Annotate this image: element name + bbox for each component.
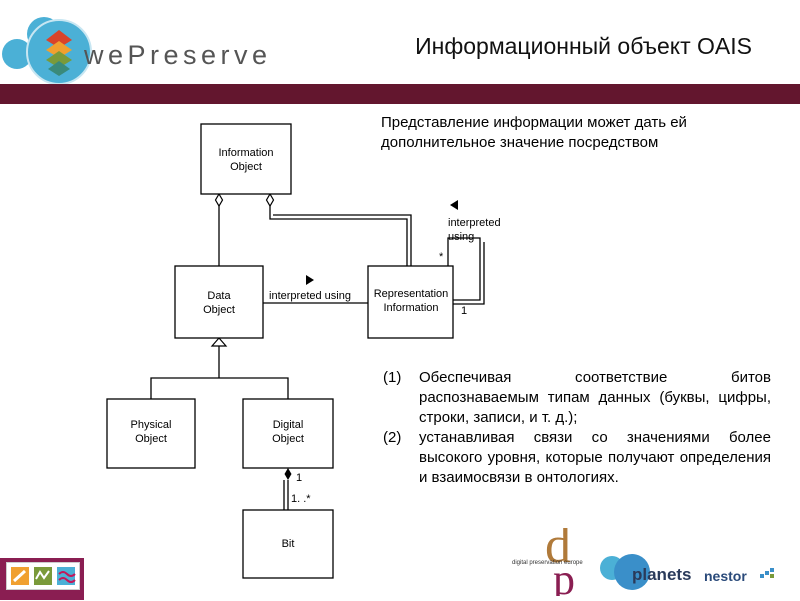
aggregation-diamond-repinfo — [265, 192, 275, 208]
edge-label-self-line: using — [448, 231, 474, 243]
corner-logo-icons — [6, 562, 80, 590]
planets-logo: planets — [598, 548, 698, 594]
node-bit: Bit — [242, 509, 334, 579]
edge-label-interpreted-using: interpreted using — [269, 290, 351, 302]
aggregation-line-repinfo — [269, 206, 408, 266]
list-item-text: Обеспечивая соответствие битов распознав… — [419, 369, 771, 426]
nestor-logo-text: nestor — [704, 568, 747, 584]
node-information-object: Information Object — [200, 123, 292, 195]
corner-logo — [0, 558, 84, 600]
node-label-line: Object — [230, 161, 262, 173]
self-loop-line-double — [453, 242, 485, 305]
node-label-line: Object — [272, 433, 304, 445]
svg-text:p: p — [553, 555, 575, 596]
multiplicity-one-digital: 1 — [296, 472, 302, 484]
node-digital-object: Digital Object — [242, 398, 334, 469]
node-label-line: Data — [207, 290, 231, 302]
planets-logo-text: planets — [632, 565, 692, 584]
node-label-line: Digital — [273, 419, 304, 431]
dpe-logo-text: digital preservation europe — [512, 560, 583, 566]
node-label-line: Representation — [374, 288, 449, 300]
page-title: Информационный объект OAIS — [415, 33, 752, 59]
node-label-line: Object — [203, 304, 235, 316]
direction-arrow-right — [306, 275, 314, 285]
header-band — [0, 84, 800, 104]
node-representation-information: Representation Information — [367, 265, 454, 339]
direction-arrow-left — [450, 200, 458, 210]
list-item-number: (1) — [383, 369, 402, 386]
list-item: (1) Обеспечивая соответствие битов распо… — [383, 368, 771, 428]
nestor-logo: nestor — [704, 566, 776, 588]
intro-text: Представление информации может дать ей д… — [381, 114, 687, 151]
node-label-line: Bit — [282, 538, 295, 550]
wepreserve-logo: wePreserve — [0, 6, 300, 85]
dpe-logo: d p digital preservation europe — [512, 517, 590, 601]
node-label-line: Information — [383, 302, 438, 314]
node-label-line: Physical — [131, 419, 172, 431]
aggregation-diamond-data — [214, 192, 224, 208]
node-label-line: Information — [218, 147, 273, 159]
wepreserve-logo-mark — [2, 17, 92, 85]
multiplicity-one-self: 1 — [461, 305, 467, 317]
logo-wordmark: wePreserve — [84, 40, 272, 70]
node-data-object: Data Object — [174, 265, 264, 339]
generalization-triangle — [210, 337, 228, 347]
points-list: (1) Обеспечивая соответствие битов распо… — [383, 368, 771, 488]
multiplicity-star: * — [439, 251, 444, 263]
list-item-number: (2) — [383, 429, 402, 446]
node-physical-object: Physical Object — [106, 398, 196, 469]
list-item: (2) устанавливая связи со значениями бол… — [383, 428, 771, 488]
self-loop-line — [447, 237, 481, 301]
node-label-line: Object — [135, 433, 167, 445]
list-item-text: устанавливая связи со значениями более в… — [419, 429, 771, 486]
nestor-dots-icon — [760, 568, 774, 578]
aggregation-line-repinfo-double — [273, 214, 412, 266]
edge-label-self-line: interpreted — [448, 217, 501, 229]
composition-diamond — [284, 468, 292, 480]
generalization-branches — [150, 377, 289, 399]
multiplicity-one-to-many: 1. .* — [291, 493, 311, 505]
